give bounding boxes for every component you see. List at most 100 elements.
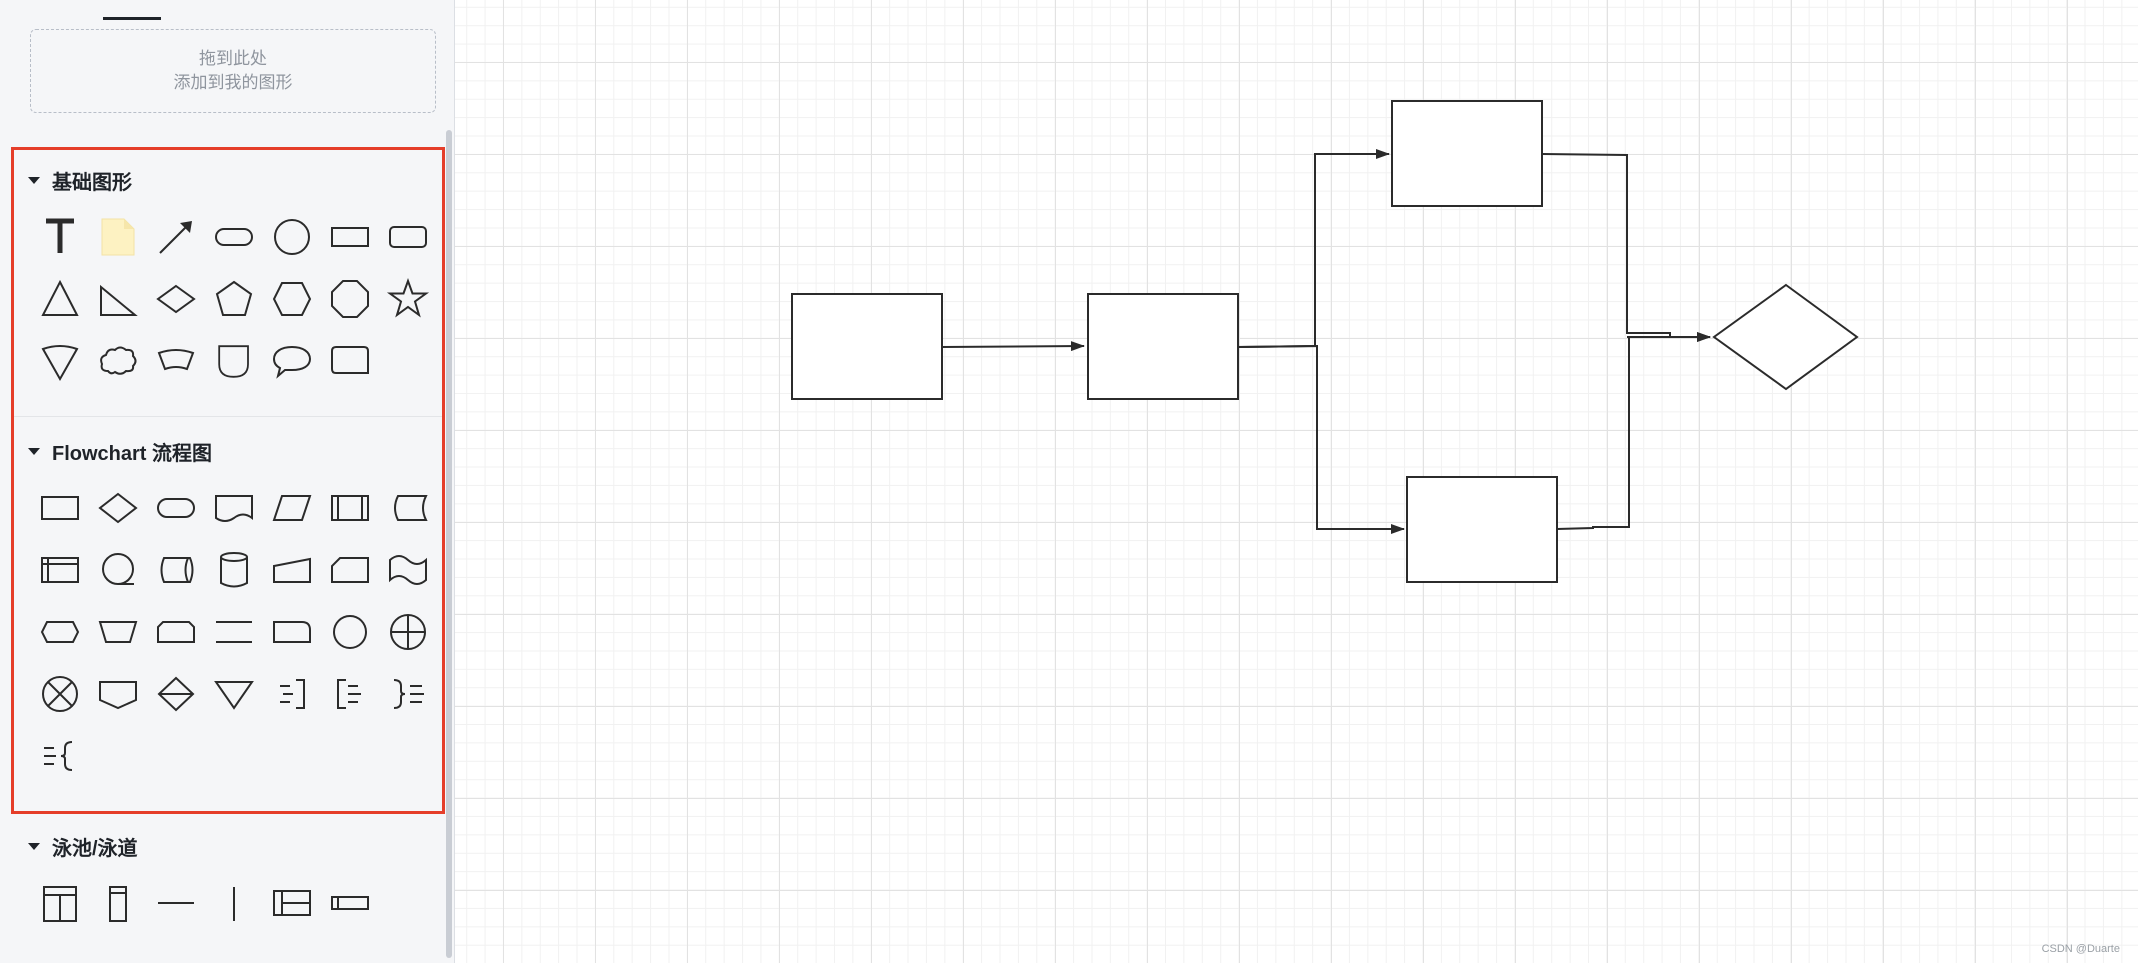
shape-pool-horizontal-icon[interactable] xyxy=(270,881,314,925)
my-shapes-dropzone[interactable]: 拖到此处 添加到我的图形 xyxy=(30,29,436,113)
internal-storage-icon xyxy=(41,557,79,583)
shape-parallel-mode-icon[interactable] xyxy=(212,610,256,654)
cloud-icon xyxy=(100,346,137,375)
speech-bubble-icon xyxy=(272,345,312,379)
shape-star-icon[interactable] xyxy=(386,277,430,321)
process-box-3[interactable] xyxy=(1391,100,1543,207)
off-page-connector-icon xyxy=(99,681,137,710)
shape-document-icon[interactable] xyxy=(212,486,256,530)
rounded-rectangle-2-icon xyxy=(389,226,427,248)
shape-inverted-cone-icon[interactable] xyxy=(38,339,82,383)
lane-horizontal-icon xyxy=(331,896,369,910)
text-icon xyxy=(46,218,74,253)
shape-separator-vertical-icon[interactable] xyxy=(212,881,256,925)
process-box-2[interactable] xyxy=(1087,293,1239,400)
shape-stored-data-icon[interactable] xyxy=(386,486,430,530)
shape-rounded-rectangle-icon[interactable] xyxy=(212,215,256,259)
annotation-left-icon xyxy=(337,679,361,709)
diamond-icon xyxy=(156,284,196,314)
paper-tape-icon xyxy=(389,555,427,585)
section-header-flowchart[interactable]: Flowchart 流程图 xyxy=(28,437,212,466)
leaf-icon xyxy=(218,345,249,378)
shape-braces-right-icon[interactable] xyxy=(38,734,82,778)
shape-hexagon-icon[interactable] xyxy=(270,277,314,321)
shape-right-triangle-icon[interactable] xyxy=(96,277,140,321)
shape-loop-limit-icon[interactable] xyxy=(154,610,198,654)
shape-manual-input-icon[interactable] xyxy=(270,548,314,592)
shape-rectangle-icon[interactable] xyxy=(328,215,372,259)
shape-braces-left-icon[interactable] xyxy=(386,672,430,716)
shape-text-icon[interactable] xyxy=(38,215,82,259)
shape-sequential-data-icon[interactable] xyxy=(96,548,140,592)
arrow-icon xyxy=(159,221,192,254)
shape-connector-icon[interactable] xyxy=(328,610,372,654)
shape-leaf-icon[interactable] xyxy=(212,339,256,383)
shape-predefined-process-icon[interactable] xyxy=(328,486,372,530)
shape-manual-operation-icon[interactable] xyxy=(96,610,140,654)
chevron-down-icon xyxy=(28,448,40,455)
shape-internal-storage-icon[interactable] xyxy=(38,548,82,592)
shape-cloud-icon[interactable] xyxy=(96,339,140,383)
manual-operation-icon xyxy=(98,621,138,643)
predefined-process-icon xyxy=(331,495,369,521)
data-icon xyxy=(272,495,312,521)
inverted-cone-icon xyxy=(41,345,79,382)
section-header-swimlane[interactable]: 泳池/泳道 xyxy=(28,832,138,861)
loop-limit-icon xyxy=(157,621,195,643)
preparation-icon xyxy=(40,621,80,643)
shape-paper-tape-icon[interactable] xyxy=(386,548,430,592)
shape-arrow-icon[interactable] xyxy=(154,215,198,259)
shape-annotation-right-icon[interactable] xyxy=(270,672,314,716)
shape-off-page-connector-icon[interactable] xyxy=(96,672,140,716)
right-triangle-icon xyxy=(100,284,138,316)
shape-merge-icon[interactable] xyxy=(212,672,256,716)
shape-decision-icon[interactable] xyxy=(96,486,140,530)
document-icon xyxy=(215,495,253,522)
dropzone-line1: 拖到此处 xyxy=(199,49,267,68)
shape-diamond-icon[interactable] xyxy=(154,277,198,321)
sidebar-scrollbar[interactable] xyxy=(446,130,452,958)
or-gate-icon xyxy=(42,676,78,712)
section-title: Flowchart 流程图 xyxy=(52,443,213,465)
shape-pool-vertical-icon[interactable] xyxy=(38,881,82,925)
braces-left-icon xyxy=(393,679,424,709)
decision-diamond[interactable] xyxy=(1712,283,1859,391)
shape-octagon-icon[interactable] xyxy=(328,277,372,321)
shape-circle-icon[interactable] xyxy=(270,215,314,259)
shape-terminator-icon[interactable] xyxy=(154,486,198,530)
separator-horizontal-icon xyxy=(158,902,194,904)
shape-process-icon[interactable] xyxy=(38,486,82,530)
database-icon xyxy=(220,552,248,588)
shape-card-icon[interactable] xyxy=(328,548,372,592)
section-header-basic[interactable]: 基础图形 xyxy=(28,166,132,195)
shape-collate-icon[interactable] xyxy=(154,672,198,716)
shape-delay-icon[interactable] xyxy=(270,610,314,654)
shape-lane-vertical-icon[interactable] xyxy=(96,881,140,925)
shape-database-icon[interactable] xyxy=(212,548,256,592)
shape-or-gate-icon[interactable] xyxy=(38,672,82,716)
chevron-down-icon xyxy=(28,177,40,184)
shape-preparation-icon[interactable] xyxy=(38,610,82,654)
shape-pentagon-icon[interactable] xyxy=(212,277,256,321)
pool-horizontal-icon xyxy=(273,890,311,916)
shape-trapezoid-arc-icon[interactable] xyxy=(154,339,198,383)
drawing-canvas[interactable] xyxy=(455,0,2138,963)
shape-separator-horizontal-icon[interactable] xyxy=(154,881,198,925)
shape-summing-junction-icon[interactable] xyxy=(386,610,430,654)
shape-note-icon[interactable] xyxy=(96,215,140,259)
shape-direct-data-icon[interactable] xyxy=(154,548,198,592)
connector-icon xyxy=(333,615,367,649)
shape-folded-card-icon[interactable] xyxy=(328,339,372,383)
shape-speech-bubble-icon[interactable] xyxy=(270,339,314,383)
shape-rounded-rectangle-2-icon[interactable] xyxy=(386,215,430,259)
process-box-1[interactable] xyxy=(791,293,943,400)
manual-input-icon xyxy=(273,557,311,583)
shape-triangle-icon[interactable] xyxy=(38,277,82,321)
process-box-4[interactable] xyxy=(1406,476,1558,583)
shape-lane-horizontal-icon[interactable] xyxy=(328,881,372,925)
shape-data-icon[interactable] xyxy=(270,486,314,530)
shape-annotation-left-icon[interactable] xyxy=(328,672,372,716)
octagon-icon xyxy=(331,280,369,318)
shape-library-sidebar: 拖到此处 添加到我的图形 基础图形 Flowchart 流程图 泳池/泳道 xyxy=(0,0,455,963)
process-icon xyxy=(41,496,79,520)
